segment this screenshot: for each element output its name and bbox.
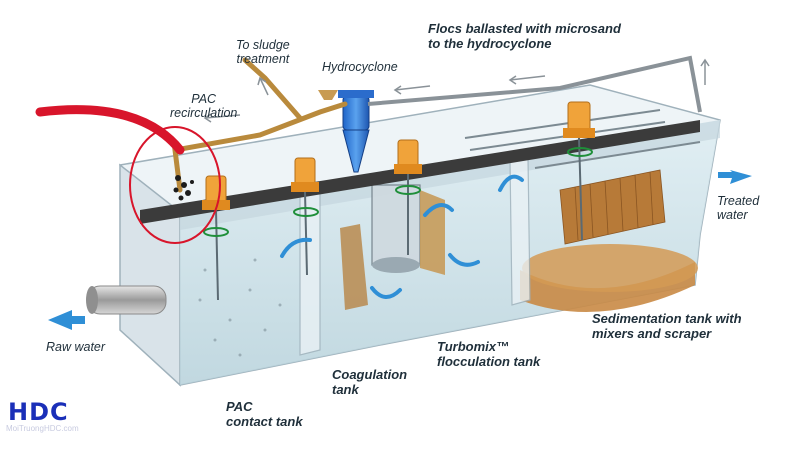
return-direction-arrows [203, 58, 710, 123]
label-treated-water: Treated water [717, 194, 760, 223]
label-pac-recirculation: PAC recirculation [170, 92, 238, 121]
label-pac-contact-tank: PAC contact tank [226, 399, 303, 429]
sludge-bed [522, 244, 698, 292]
pac-feed-line [35, 105, 185, 155]
rotation-indicators [203, 147, 593, 237]
logo-subtext: MoiTruongHDC.com [6, 424, 79, 433]
hydrocyclone-unit [338, 90, 374, 173]
sludge-hopper [520, 262, 695, 312]
pac-particles [173, 175, 194, 201]
label-coagulation-tank: Coagulation tank [332, 367, 408, 397]
flow-arrows [48, 170, 752, 330]
label-to-sludge-treatment: To sludge treatment [236, 38, 290, 67]
mixer-shafts [215, 137, 583, 301]
hdc-logo: HDC MoiTruongHDC.com [6, 398, 79, 434]
lamella-plates [559, 169, 666, 245]
raw-water-inlet [86, 285, 167, 315]
pac-highlight-circle [129, 126, 221, 244]
turbomix-draft-tube [371, 184, 445, 275]
logo-text: HDC [8, 398, 69, 426]
label-raw-water: Raw water [46, 340, 106, 354]
label-flocs-ballasted: Flocs ballasted with microsand to the hy… [428, 21, 621, 51]
label-turbomix-tank: Turbomix™ flocculation tank [437, 339, 541, 369]
pac-pipes [172, 57, 348, 193]
microsand-recirc-pipe [367, 55, 702, 113]
mixer-motors [202, 101, 595, 210]
pac-funnel [318, 90, 338, 100]
coagulation-baffle [340, 224, 368, 310]
label-sedimentation-tank: Sedimentation tank with mixers and scrap… [592, 311, 742, 341]
label-hydrocyclone: Hydrocyclone [322, 60, 398, 74]
suspended-floc [198, 258, 282, 357]
mixing-arrows [280, 174, 524, 299]
